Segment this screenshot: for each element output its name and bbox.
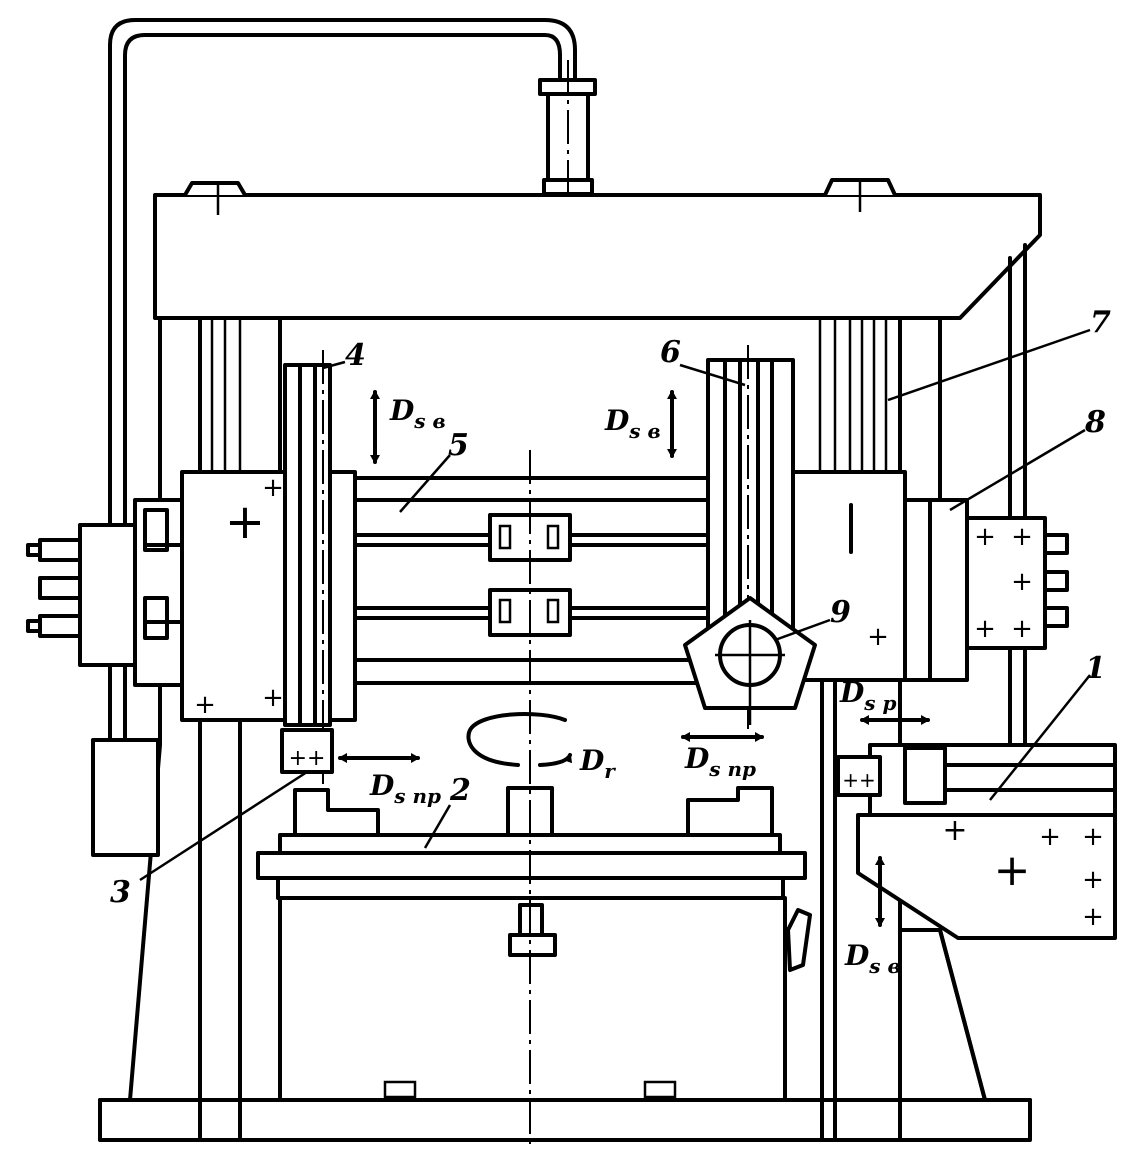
hydraulic-cylinder bbox=[538, 60, 597, 205]
label-1: 1 bbox=[1085, 651, 1106, 686]
turret-head bbox=[683, 596, 817, 725]
label-dr-rotation: Dr bbox=[579, 744, 616, 783]
label-3: 3 bbox=[110, 875, 131, 910]
label-ds-vertical-left: Ds в bbox=[389, 394, 446, 433]
top-crossbeam bbox=[153, 178, 1042, 320]
svg-text:+: + bbox=[942, 813, 967, 848]
label-8: 8 bbox=[1084, 405, 1106, 440]
svg-text:++: ++ bbox=[842, 768, 876, 792]
label-7: 7 bbox=[1090, 305, 1111, 340]
screw-nuts bbox=[488, 513, 572, 637]
label-2: 2 bbox=[449, 773, 471, 808]
svg-text:+: + bbox=[1082, 902, 1104, 932]
svg-text:++: ++ bbox=[289, 746, 326, 771]
machine-base bbox=[98, 928, 1032, 1142]
svg-text:+: + bbox=[1082, 822, 1104, 852]
label-5: 5 bbox=[448, 428, 469, 463]
callout-labels: 4 5 6 7 8 9 1 2 3 bbox=[110, 305, 1111, 910]
hydraulic-pipe bbox=[108, 18, 577, 742]
leader-lines bbox=[139, 328, 1091, 882]
svg-text:+: + bbox=[194, 690, 216, 720]
left-column bbox=[128, 316, 282, 1142]
label-ds-transverse-right: Ds пр bbox=[684, 742, 756, 781]
hydraulic-tank bbox=[91, 738, 160, 857]
table-housing bbox=[278, 896, 812, 1102]
label-ds-vertical-right: Ds в bbox=[604, 404, 661, 443]
label-6: 6 bbox=[660, 335, 681, 370]
label-ds-vertical-side: Ds в bbox=[844, 939, 901, 978]
left-drive-box bbox=[26, 498, 184, 687]
left-tool-holder: ++ bbox=[280, 728, 334, 774]
svg-text:+: + bbox=[867, 622, 889, 652]
svg-text:+: + bbox=[1011, 567, 1033, 597]
svg-text:+: + bbox=[974, 522, 996, 552]
right-gearbox: + + + + + bbox=[903, 498, 1069, 682]
svg-text:+: + bbox=[1039, 822, 1061, 852]
svg-text:+: + bbox=[1011, 614, 1033, 644]
svg-text:+: + bbox=[262, 473, 284, 503]
svg-text:+: + bbox=[225, 494, 265, 550]
motion-labels: Ds в Ds в Ds пр Ds пр Ds р Ds в Dr bbox=[369, 394, 901, 978]
crossrail bbox=[353, 476, 717, 685]
label-4: 4 bbox=[345, 338, 366, 373]
svg-text:+: + bbox=[262, 683, 284, 713]
side-head: ++ + + + + + + bbox=[836, 743, 1117, 940]
svg-text:+: + bbox=[1011, 522, 1033, 552]
label-9: 9 bbox=[830, 595, 851, 630]
label-ds-radial: Ds р bbox=[839, 676, 897, 715]
left-ram bbox=[283, 350, 332, 790]
faceplate-table bbox=[256, 786, 807, 900]
label-ds-transverse-left: Ds пр bbox=[369, 769, 441, 808]
svg-text:+: + bbox=[1082, 865, 1104, 895]
svg-text:+: + bbox=[974, 614, 996, 644]
rotation-arrow bbox=[466, 712, 573, 767]
svg-text:+: + bbox=[994, 845, 1031, 896]
motion-arrows bbox=[338, 390, 930, 927]
